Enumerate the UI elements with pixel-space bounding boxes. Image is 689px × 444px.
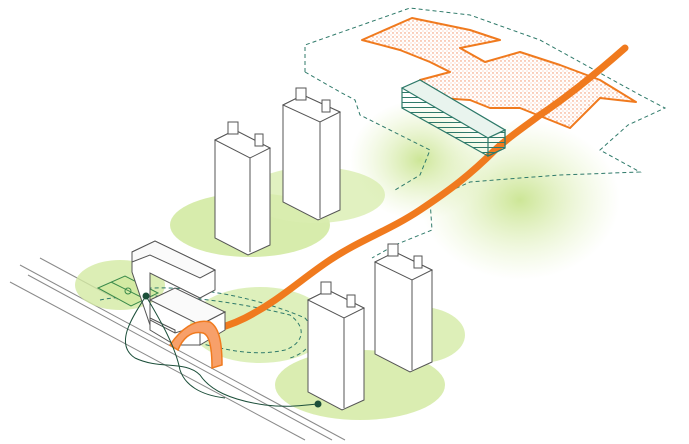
orange-canopy-roof [361, 17, 637, 129]
connection-lines [125, 295, 319, 407]
orange-greenway-path [191, 44, 629, 339]
connection-marker [314, 400, 322, 408]
high-rise-tower [281, 87, 342, 221]
high-rise-tower [373, 243, 434, 373]
high-rise-tower [306, 281, 366, 411]
connection-marker [142, 292, 150, 300]
street-lines [9, 257, 346, 441]
orange-arch-gateway [168, 320, 223, 370]
hatched-bar-building [400, 79, 507, 157]
high-rise-tower [213, 121, 272, 256]
